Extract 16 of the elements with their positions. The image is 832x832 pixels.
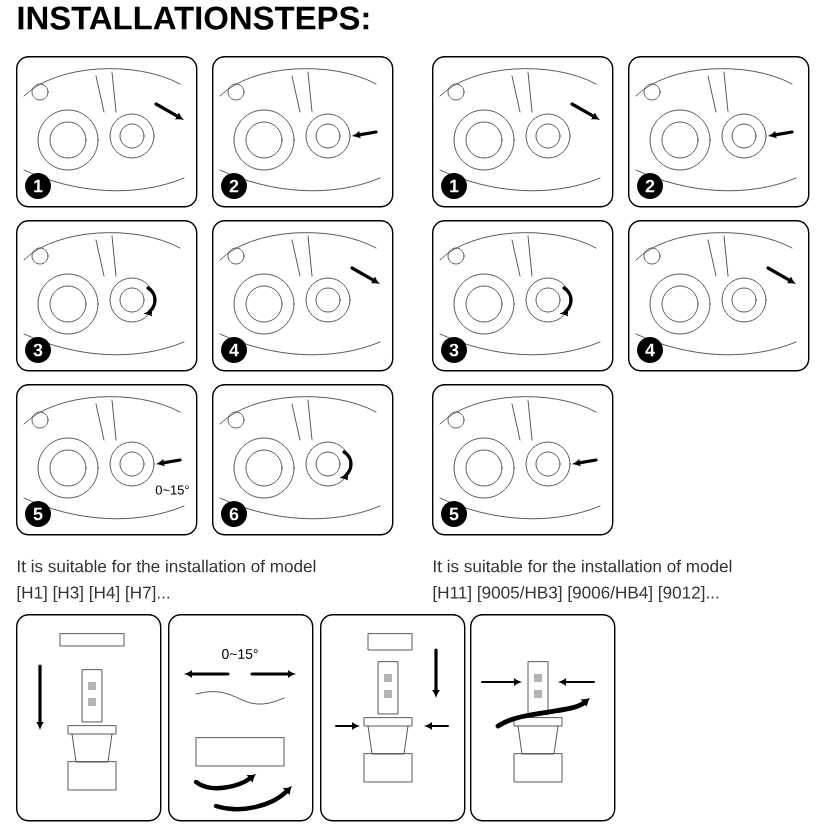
caption-text: [H1] [H3] [H4] [H7]... [17,586,170,602]
step-number: 1 [441,173,467,199]
title: INSTALLATIONSTEPS: [18,6,369,30]
step-number: 3 [441,337,467,363]
step-number: 2 [221,173,247,199]
step-number: 5 [441,501,467,527]
step-number: 4 [637,337,663,363]
step-number: 4 [221,337,247,363]
caption-text: It is suitable for the installation of model [18,559,316,573]
caption-text: [H11] [9005/HB3] [9006/HB4] [9012]... [433,586,719,602]
step-number: 3 [25,337,51,363]
step-number: 6 [221,501,247,527]
step-number: 2 [637,173,663,199]
caption-text: It is suitable for the installation of model [434,559,732,573]
step-number: 5 [25,501,51,527]
step-number: 1 [25,173,51,199]
